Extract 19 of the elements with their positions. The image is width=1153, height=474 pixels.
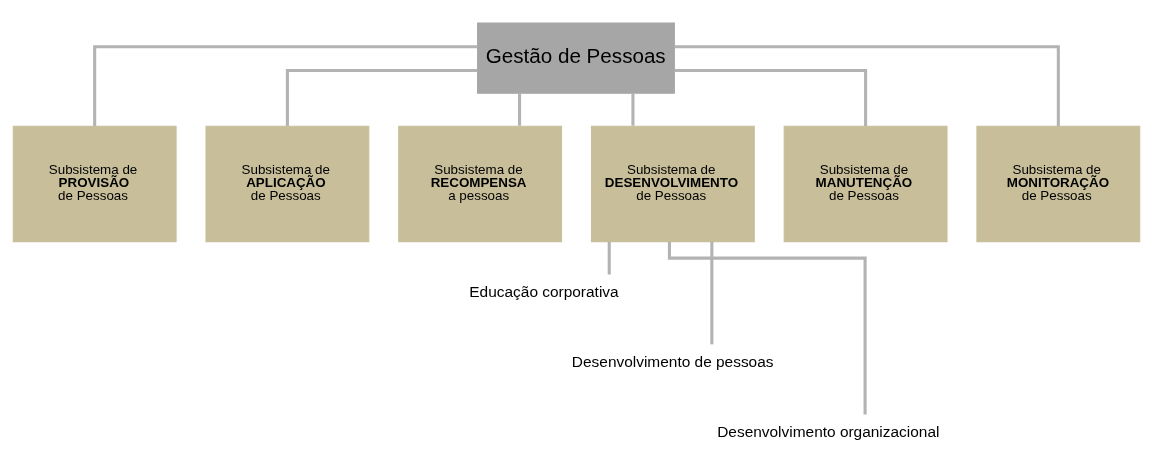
connector bbox=[631, 93, 635, 126]
node-text: Desenvolvimento de pessoas bbox=[571, 352, 774, 370]
node-text: Educação corporativa bbox=[469, 282, 619, 300]
connector bbox=[674, 44, 1060, 126]
node-box: Gestão de Pessoas bbox=[477, 22, 675, 94]
connector bbox=[674, 68, 868, 126]
connector bbox=[518, 93, 522, 126]
node-text: Desenvolvimento organizacional bbox=[717, 422, 940, 440]
node-box: Subsistema de PROVISÃO de Pessoas bbox=[12, 125, 177, 242]
connector bbox=[667, 241, 867, 415]
connector bbox=[607, 241, 611, 274]
node-box: Subsistema de APLICAÇÃO de Pessoas bbox=[205, 125, 370, 242]
node-box: Subsistema de DESENVOLVIMENTO de Pessoas bbox=[590, 125, 755, 242]
connector bbox=[710, 241, 714, 344]
node-box: Subsistema de MONITORAÇÃO de Pessoas bbox=[976, 125, 1141, 242]
node-box: Subsistema de MANUTENÇÃO de Pessoas bbox=[783, 125, 948, 242]
node-box: Subsistema de RECOMPENSA a pessoas bbox=[398, 125, 563, 242]
connector bbox=[285, 68, 478, 126]
connector bbox=[93, 44, 478, 126]
